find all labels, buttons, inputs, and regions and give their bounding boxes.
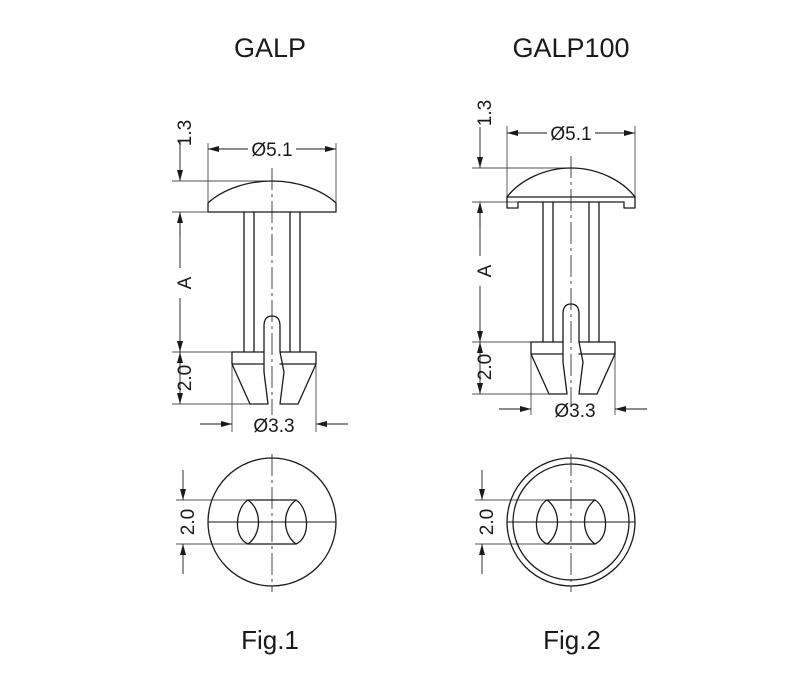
fig1-dim-length: A xyxy=(172,212,232,353)
fig2-galp100: GALP100 1.3 xyxy=(472,33,647,655)
fig2-dim-tip-length: 2.0 xyxy=(472,342,549,395)
fig2-tip-length-label: 2.0 xyxy=(475,354,496,380)
fig2-slot-width-label: 2.0 xyxy=(477,509,498,535)
fig2-title: GALP100 xyxy=(512,33,629,63)
fig2-shank xyxy=(542,201,600,343)
fig1-tip-right-barb xyxy=(279,351,317,405)
fig1-title: GALP xyxy=(234,33,306,63)
fig1-tip-length-label: 2.0 xyxy=(175,365,196,391)
fig2-dim-length: A xyxy=(472,202,531,343)
fig2-dim-slot-width: 2.0 xyxy=(475,470,547,574)
fig2-tip-diameter-label: Ø3.3 xyxy=(554,401,595,422)
fig1-galp: GALP 1.3 Ø5.1 xyxy=(172,33,348,655)
fig1-dim-tip-diameter: Ø3.3 xyxy=(200,364,348,437)
fig2-tip-right-barb xyxy=(578,341,616,395)
fig2-dim-head-diameter: Ø5.1 xyxy=(506,124,636,197)
fig1-dim-tip-length: 2.0 xyxy=(172,352,250,405)
fig2-head-diameter-label: Ø5.1 xyxy=(550,124,591,145)
fig1-dim-head-thickness: 1.3 xyxy=(172,120,272,236)
fig1-caption: Fig.1 xyxy=(241,625,299,655)
fig1-dim-slot-width: 2.0 xyxy=(176,470,248,574)
fig1-side-view xyxy=(207,168,337,415)
fig2-head-thickness-label: 1.3 xyxy=(475,100,496,126)
fig1-head-diameter-label: Ø5.1 xyxy=(251,140,292,161)
fig1-tip-left-barb xyxy=(231,351,269,405)
fig2-dim-tip-diameter: Ø3.3 xyxy=(499,354,647,422)
fig1-slot-width-label: 2.0 xyxy=(178,509,199,535)
fig1-dim-head-diameter: Ø5.1 xyxy=(207,140,337,203)
fig2-tip-left-barb xyxy=(530,341,568,395)
fig2-dim-head-thickness: 1.3 xyxy=(472,100,571,226)
fig1-head-thickness-label: 1.3 xyxy=(175,120,196,146)
fig1-length-label: A xyxy=(175,276,196,289)
fig2-head-dome xyxy=(506,167,636,209)
fig2-side-view xyxy=(506,156,636,405)
fig1-shank xyxy=(243,211,301,353)
fig1-bottom-view xyxy=(207,454,337,592)
fig2-bottom-view xyxy=(506,454,636,592)
fig2-length-label: A xyxy=(475,264,496,277)
fig1-tip-diameter-label: Ø3.3 xyxy=(253,416,294,437)
fig2-caption: Fig.2 xyxy=(543,625,601,655)
